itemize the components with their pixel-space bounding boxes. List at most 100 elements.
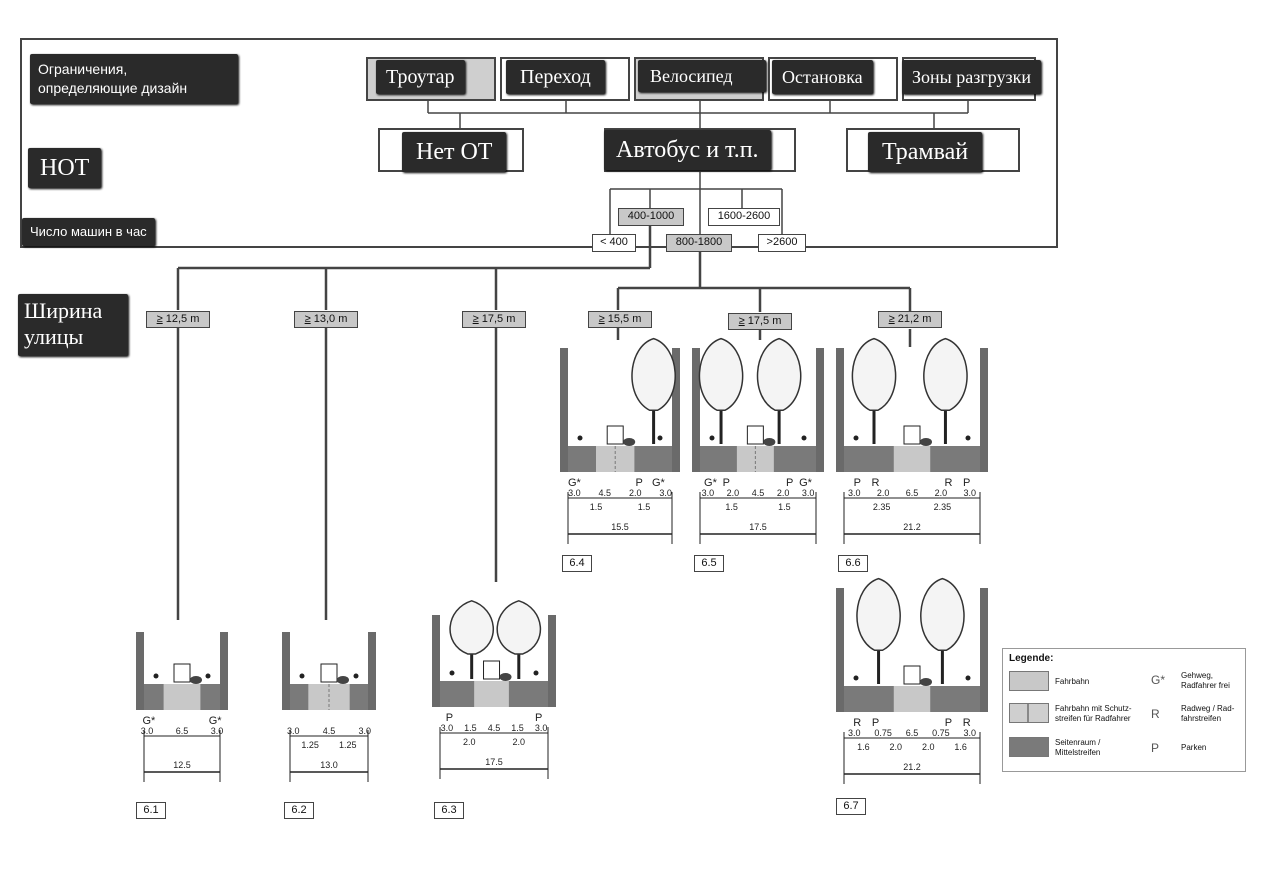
sidewalk-tag: Троутар — [376, 60, 465, 94]
tram-tag: Трамвай — [868, 132, 983, 172]
street-width-tag: Ширина улицы — [18, 294, 128, 356]
section-label: P — [945, 717, 952, 729]
building-wall-right — [368, 632, 376, 710]
dimension-top: 4.5 — [599, 488, 612, 498]
pedestrian-icon — [965, 435, 971, 441]
dimension-top: 6.5 — [176, 726, 189, 736]
bus-icon — [320, 663, 338, 683]
dimension-top: 2.0 — [935, 488, 948, 498]
width-threshold-6: ≥ 21,2 m — [878, 311, 942, 328]
dimension-bottom: 2.0 — [463, 737, 476, 747]
dimension-top: 3.0 — [535, 723, 548, 733]
carriageway — [474, 681, 509, 707]
legend-text-side: Seitenraum / Mittelstreifen — [1055, 738, 1101, 757]
dimension-top: 0.75 — [874, 728, 892, 738]
dimension-top: 0.75 — [932, 728, 950, 738]
section-label: G* — [799, 477, 813, 489]
width-value: 17,5 m — [481, 313, 516, 325]
dimension-bottom: 2.35 — [873, 502, 891, 512]
bicycle-tag: Велосипед — [638, 60, 766, 92]
section-label: P — [636, 477, 643, 489]
dimension-top: 1.5 — [511, 723, 524, 733]
dimension-bottom: 1.5 — [725, 502, 738, 512]
width-prefix: ≥ — [156, 313, 163, 325]
tree-crown — [631, 337, 676, 412]
width-threshold-5: ≥ 17,5 m — [728, 313, 792, 330]
dimension-bottom: 1.25 — [301, 740, 319, 750]
dimension-bottom: 2.35 — [934, 502, 952, 512]
total-width: 15.5 — [611, 522, 629, 532]
bus-icon — [746, 425, 764, 445]
bus-icon — [606, 425, 624, 445]
width-prefix: ≥ — [738, 315, 745, 327]
legend-text-road-bike: Fahrbahn mit Schutz- streifen für Radfah… — [1055, 704, 1132, 723]
dimension-top: 6.5 — [906, 728, 919, 738]
section-label: P — [963, 477, 970, 489]
tree-crown — [698, 337, 744, 412]
dimension-top: 4.5 — [323, 726, 336, 736]
traffic-400-1000: 400-1000 — [618, 208, 684, 226]
width-value: 12,5 m — [165, 313, 200, 325]
tree-crown — [923, 337, 968, 412]
dimension-top: 3.0 — [211, 726, 224, 736]
section-label: G* — [568, 477, 582, 489]
figure-6-1: 6.1 — [136, 802, 166, 819]
dimension-bottom: 2.0 — [890, 742, 903, 752]
dimension-top: 3.0 — [287, 726, 300, 736]
dimension-bottom: 2.0 — [922, 742, 935, 752]
legend: Legende: Fahrbahn Fahrbahn mit Schutz- s… — [1002, 648, 1246, 772]
figure-6-5: 6.5 — [694, 555, 724, 572]
traffic-1600-2600: 1600-2600 — [708, 208, 780, 226]
crossing-tag: Переход — [506, 60, 605, 94]
dimension-top: 3.0 — [141, 726, 154, 736]
legend-text-g: Gehweg, Radfahrer frei — [1181, 671, 1230, 690]
total-width: 12.5 — [173, 760, 191, 770]
dimension-top: 2.0 — [777, 488, 790, 498]
width-value: 21,2 m — [897, 313, 932, 325]
section-label: P — [723, 477, 730, 489]
section-label: R — [853, 717, 861, 729]
dimension-top: 3.0 — [848, 488, 861, 498]
dimension-top: 2.0 — [877, 488, 890, 498]
figure-6-3: 6.3 — [434, 802, 464, 819]
dimension-top: 3.0 — [848, 728, 861, 738]
dimension-top: 3.0 — [964, 728, 977, 738]
loading-tag: Зоны разгрузки — [902, 60, 1041, 94]
dimension-bottom: 1.25 — [339, 740, 357, 750]
constraints-tag: Ограничения, определяющие дизайн — [30, 54, 238, 104]
legend-text-road: Fahrbahn — [1055, 677, 1090, 686]
section-label: P — [854, 477, 861, 489]
tree-crown — [449, 600, 494, 655]
building-wall-left — [836, 588, 844, 712]
legend-text-p: Parken — [1181, 743, 1207, 752]
building-wall-left — [282, 632, 290, 710]
figure-6-6: 6.6 — [838, 555, 868, 572]
section-label: R — [872, 477, 880, 489]
dimension-bottom: 1.5 — [590, 502, 603, 512]
vehicles-per-hour-tag: Число машин в час — [22, 218, 155, 246]
pedestrian-icon — [577, 435, 583, 441]
pedestrian-icon — [657, 435, 663, 441]
car-icon — [920, 678, 932, 686]
total-width: 21.2 — [903, 522, 921, 532]
pedestrian-icon — [853, 435, 859, 441]
dimension-bottom: 1.5 — [778, 502, 791, 512]
pedestrian-icon — [853, 675, 859, 681]
dimension-top: 3.0 — [659, 488, 672, 498]
car-icon — [763, 438, 776, 446]
building-wall-left — [692, 348, 700, 472]
figure-6-4: 6.4 — [562, 555, 592, 572]
tree-crown — [851, 337, 897, 412]
dimension-bottom: 2.0 — [513, 737, 526, 747]
section-label: G* — [652, 477, 666, 489]
tree-crown — [920, 577, 965, 652]
dimension-top: 4.5 — [752, 488, 765, 498]
pedestrian-icon — [449, 670, 455, 676]
section-label: P — [535, 712, 542, 724]
dimension-bottom: 1.6 — [954, 742, 967, 752]
dimension-top: 3.0 — [358, 726, 371, 736]
tree-crown — [856, 577, 901, 652]
dimension-top: 1.5 — [464, 723, 477, 733]
width-threshold-4: ≥ 15,5 m — [588, 311, 652, 328]
